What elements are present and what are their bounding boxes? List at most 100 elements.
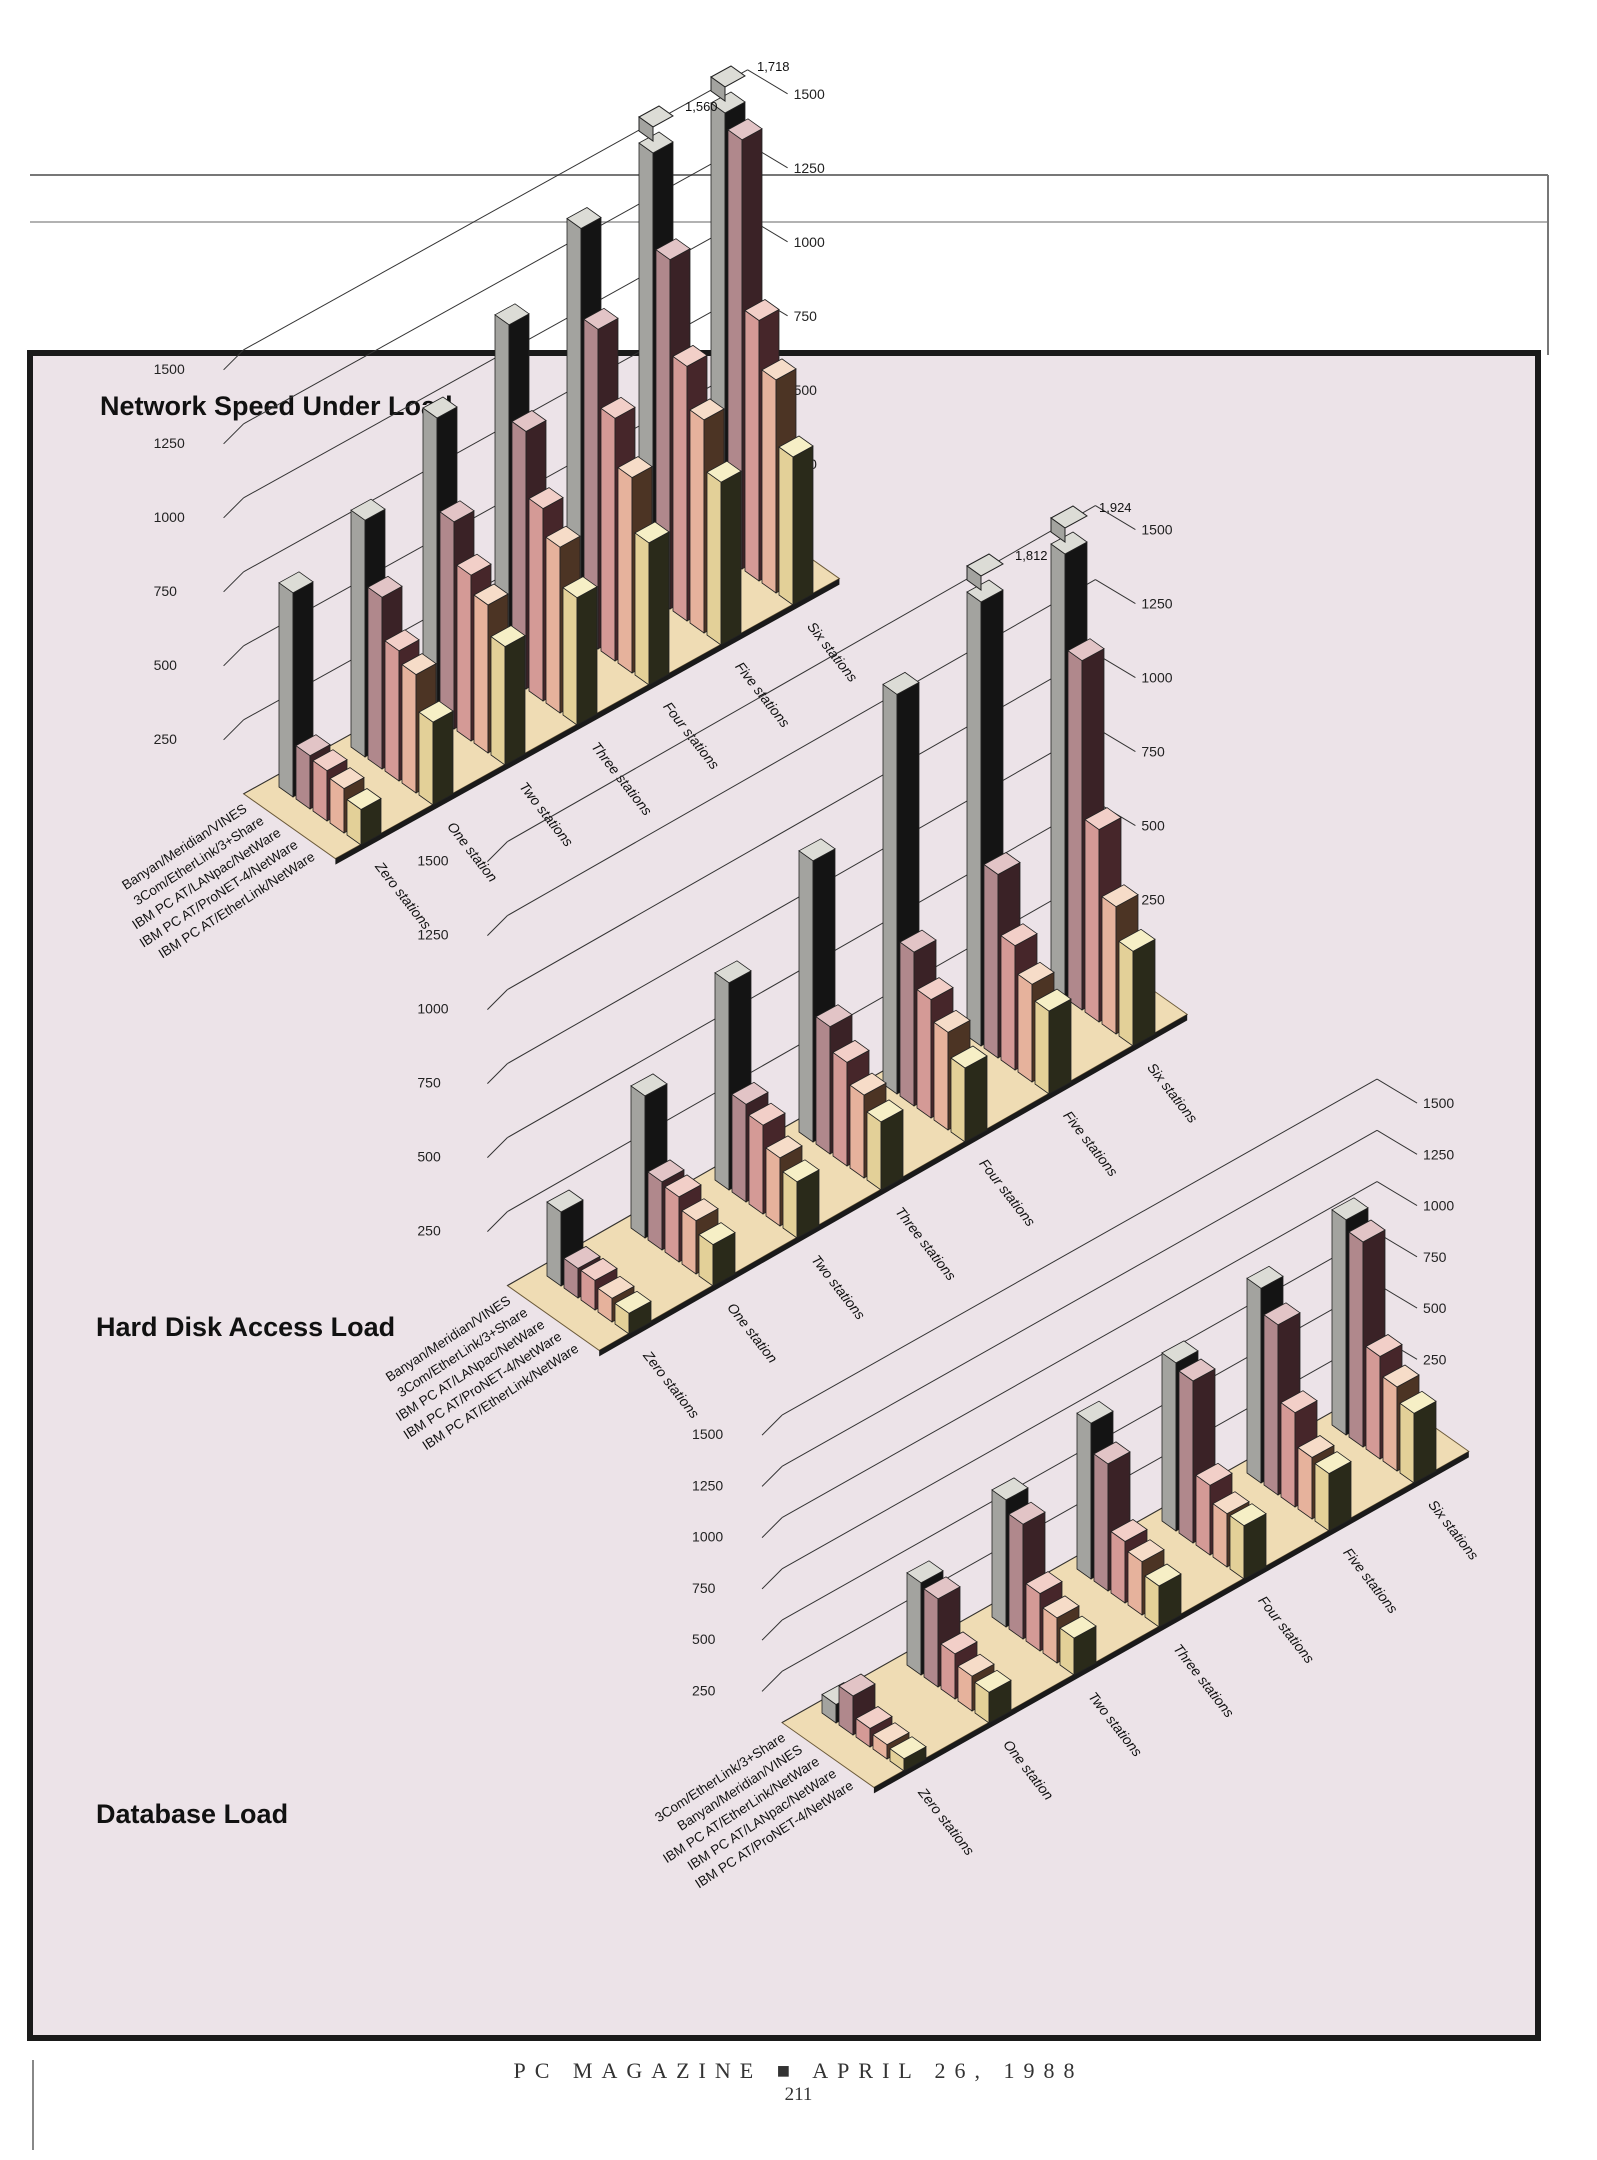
bar-face [439,511,455,730]
bar-face [1178,1370,1194,1544]
bar-top [490,625,526,648]
bar-top [815,1004,853,1028]
bar-top [1314,1451,1352,1475]
left-tick-line [761,1465,783,1487]
bar [1229,1503,1267,1580]
bar-value-label: 1,812 [1015,548,1048,563]
bar [889,1736,927,1772]
chart-floor-edge [873,1451,1469,1794]
bar-face [664,1186,680,1263]
bar-face [647,1171,663,1251]
left-tick-line [223,349,244,371]
chart-title: Database Load [96,1799,288,1829]
bar-side [432,710,454,806]
bar [346,788,382,846]
bar [1118,928,1156,1047]
bar-face [983,863,999,1059]
left-tick-label: 500 [692,1631,716,1647]
bar-face [1161,1352,1177,1532]
left-tick-line [761,1619,783,1641]
bar-top [698,1222,736,1246]
right-tick-label: 1500 [794,86,825,102]
bar-top [1297,1435,1335,1458]
bar-face [950,1057,966,1143]
right-tick-label: 1250 [1141,596,1172,612]
right-tick-label: 500 [1423,1300,1447,1316]
bar-top [1034,988,1072,1012]
bar-face [731,1093,747,1203]
bar-top [899,929,937,953]
bar-top [1144,1563,1182,1587]
left-tick-label: 250 [417,1223,441,1239]
bar-top [966,579,1004,603]
bar-top [782,1159,820,1183]
left-tick-line [223,645,244,667]
right-tick-line [1095,579,1136,605]
bar-face [1008,1513,1024,1640]
bar-top [473,583,509,606]
right-tick-label: 250 [1141,892,1165,908]
gridline [781,1078,1378,1416]
bar-side [1132,938,1156,1047]
bar-face [1297,1446,1313,1520]
bar-top [916,977,954,1001]
bar-face [1084,818,1100,1023]
bar-face [295,744,311,810]
bar-top [1280,1390,1318,1414]
left-tick-line [223,571,244,593]
bar-top [546,1189,584,1213]
bar [1399,1390,1437,1484]
bar-face [401,663,417,794]
bar-top [889,1736,927,1760]
bar-top [778,435,814,458]
bar-face [1110,1530,1126,1604]
bar [778,435,814,606]
bar-top [634,521,670,544]
right-tick-label: 1250 [1423,1146,1454,1162]
bar-face [1348,1231,1364,1448]
left-tick-label: 1250 [417,927,448,943]
bar-top [1059,1615,1097,1639]
footer-magazine-line: PC MAGAZINE ■ APRIL 26, 1988 [513,2058,1084,2083]
left-tick-line [487,1137,508,1158]
bar-top [1127,1539,1165,1563]
bar-face [681,1209,697,1275]
right-tick-line [747,69,788,95]
bar-face [765,1147,781,1227]
bar-top [714,960,752,984]
bar [1034,988,1072,1095]
left-tick-line [761,1568,783,1590]
bar-face [866,1111,882,1191]
bar-top [1246,1265,1284,1289]
bar-face [1195,1474,1211,1556]
bar-value-label: 1,560 [685,99,718,114]
bar-face [1263,1314,1279,1496]
bar-face [778,446,794,606]
bar-face [744,309,760,582]
bar [614,1290,652,1335]
bar-top [882,671,920,695]
bar-top [580,1257,618,1281]
bar-face [672,355,688,622]
bar-top [974,1669,1012,1693]
bar-side [880,1109,904,1191]
bar-top [672,344,708,367]
right-tick-label: 1000 [1423,1198,1454,1214]
bar-face [1017,973,1033,1083]
bar-face [1365,1345,1381,1460]
bar-face [634,532,650,686]
bar [1348,1219,1386,1448]
bar [974,1669,1012,1724]
bar [782,1159,820,1239]
bar-top [832,1039,870,1063]
bar-top [744,299,780,321]
left-tick-label: 250 [692,1682,716,1698]
bar-top [278,571,314,594]
right-tick-label: 250 [1423,1351,1447,1367]
bar-face [899,941,915,1107]
bar-top [957,1653,995,1677]
bar-top [872,1722,910,1746]
bar-top [761,358,797,381]
right-tick-line [1376,1181,1418,1207]
left-tick-line [761,1517,783,1538]
